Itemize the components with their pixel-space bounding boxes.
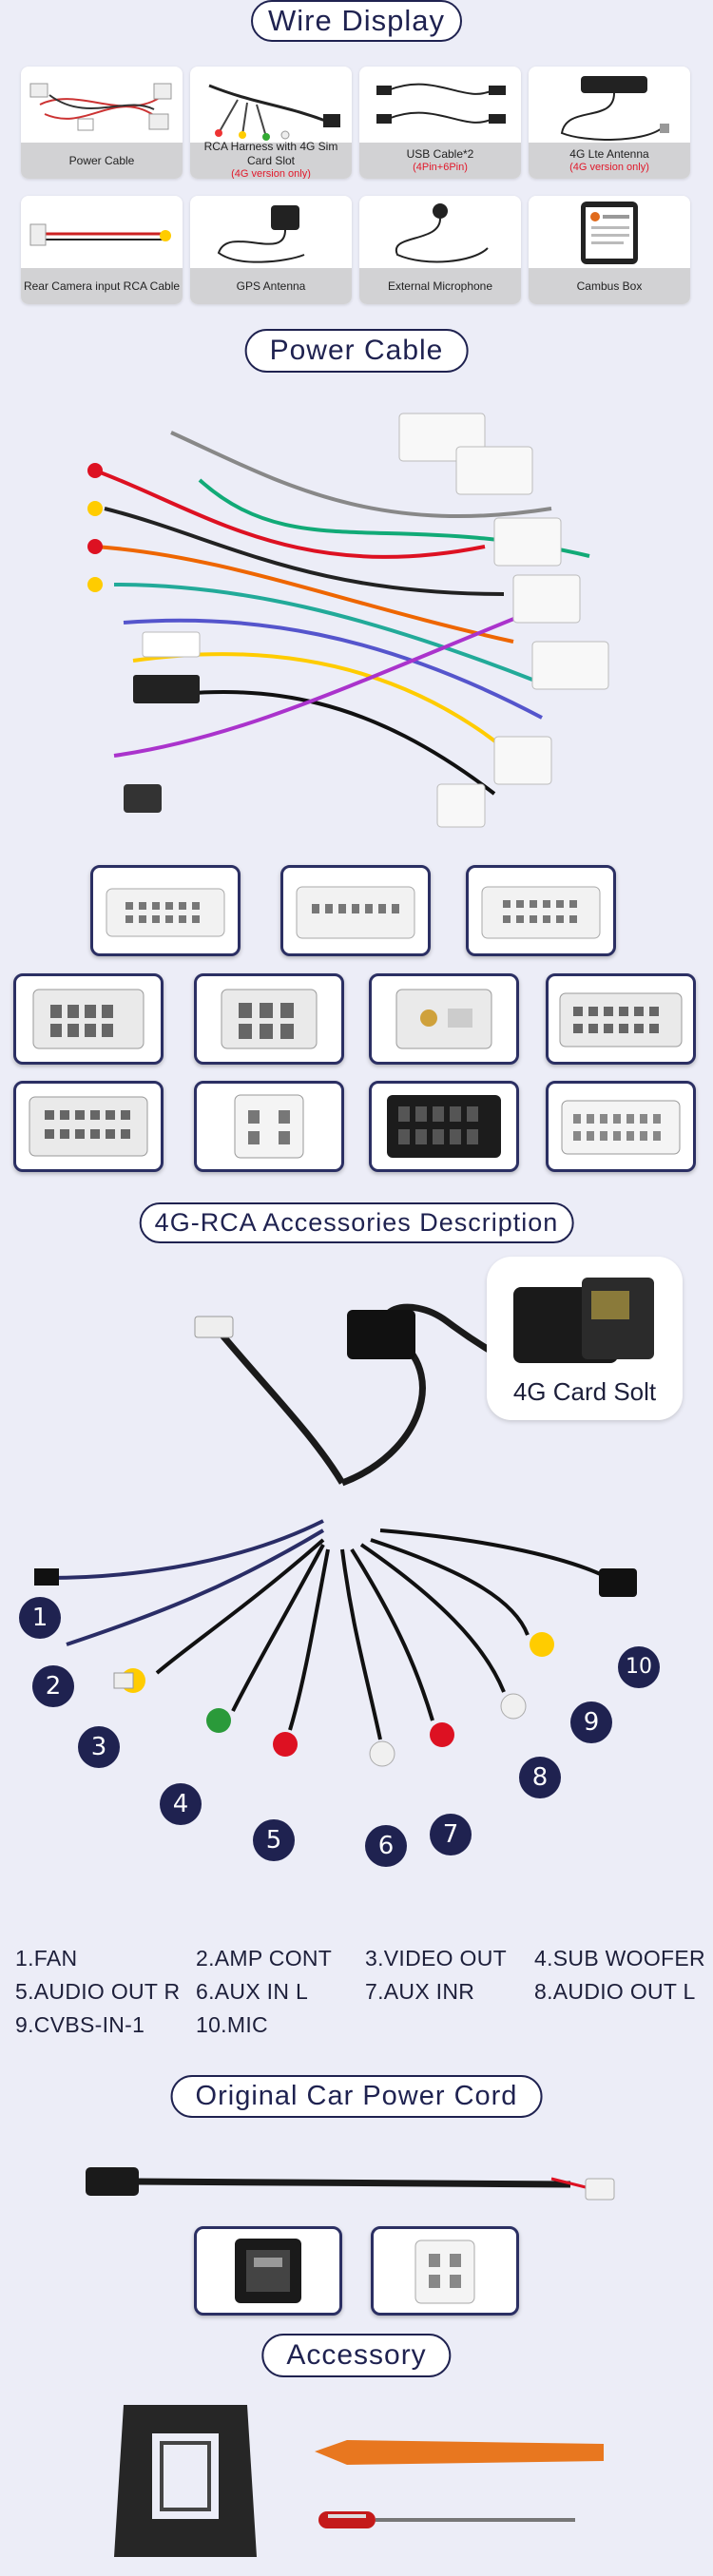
section-title-car-power-cord: Original Car Power Cord [170, 2075, 543, 2118]
connector-2 [280, 865, 431, 956]
legend-item: 4.SUB WOOFER [534, 1946, 705, 1970]
car-cord-connector-2 [371, 2226, 519, 2316]
connector-1 [90, 865, 241, 956]
item-card-cambus-box: Cambus Box [529, 196, 690, 304]
item-card-power-cable: Power Cable [21, 67, 183, 179]
item-label: External Microphone [359, 268, 521, 304]
callout-number: 2 [32, 1665, 74, 1707]
legend-item: 7.AUX INR [365, 1979, 475, 2004]
rear-camera-cable-image [29, 223, 171, 246]
pry-tool-image [315, 2440, 604, 2465]
item-card-usb-cable: USB Cable*2(4Pin+6Pin) [359, 67, 521, 179]
item-card-rear-camera: Rear Camera input RCA Cable [21, 196, 183, 304]
card-slot-image [513, 1278, 654, 1363]
connector-5 [194, 973, 344, 1065]
mounting-frame-image [114, 2405, 257, 2557]
legend-item: 2.AMP CONT [196, 1946, 333, 1970]
item-label: Rear Camera input RCA Cable [21, 268, 183, 304]
gps-antenna-image [217, 205, 305, 263]
connector-3 [466, 865, 616, 956]
callout-number: 8 [519, 1757, 561, 1798]
connector-8 [13, 1081, 164, 1172]
item-label: Cambus Box [529, 268, 690, 304]
section-title-wire-display: Wire Display [251, 0, 462, 42]
item-label: 4G Lte Antenna(4G version only) [529, 143, 690, 179]
rca-harness-diagram [34, 1303, 637, 1767]
card-slot-callout: 4G Card Solt [487, 1257, 683, 1420]
callout-number: 3 [78, 1726, 120, 1768]
legend-item: 8.AUDIO OUT L [534, 1979, 696, 2004]
callout-number: 9 [570, 1701, 612, 1743]
cambus-box-image [581, 202, 638, 264]
callout-number: 10 [618, 1646, 660, 1688]
4g-antenna-image [560, 76, 669, 141]
item-card-rca-harness: RCA Harness with 4G Sim Card Slot(4G ver… [190, 67, 352, 179]
item-label: GPS Antenna [190, 268, 352, 304]
legend-item: 1.FAN [15, 1946, 78, 1970]
legend-item: 9.CVBS-IN-1 [15, 2012, 145, 2037]
item-label: RCA Harness with 4G Sim Card Slot(4G ver… [190, 140, 352, 179]
rca-harness-image [208, 84, 340, 141]
item-card-microphone: External Microphone [359, 196, 521, 304]
connector-6 [369, 973, 519, 1065]
connector-9 [194, 1081, 344, 1172]
legend-item: 5.AUDIO OUT R [15, 1979, 181, 2004]
item-label: Power Cable [21, 143, 183, 179]
legend-item: 3.VIDEO OUT [365, 1946, 507, 1970]
callout-number: 7 [430, 1814, 472, 1855]
screwdriver-image [318, 2511, 575, 2528]
connector-4 [13, 973, 164, 1065]
callout-number: 4 [160, 1783, 202, 1825]
callout-number: 6 [365, 1825, 407, 1867]
card-slot-label: 4G Card Solt [512, 1377, 657, 1406]
callout-number: 5 [253, 1819, 295, 1861]
car-power-cord-image [86, 2167, 615, 2201]
item-label: USB Cable*2(4Pin+6Pin) [359, 143, 521, 179]
power-cable-harness-image [87, 413, 609, 828]
callout-number: 1 [19, 1597, 61, 1639]
car-cord-connector-1 [194, 2226, 342, 2316]
item-card-gps-antenna: GPS Antenna [190, 196, 352, 304]
microphone-image [395, 203, 489, 263]
connector-10 [369, 1081, 519, 1172]
legend-item: 6.AUX IN L [196, 1979, 309, 2004]
section-title-power-cable: Power Cable [244, 329, 469, 373]
power-cable-image [29, 83, 172, 131]
connector-7 [546, 973, 696, 1065]
section-title-accessory: Accessory [261, 2334, 452, 2377]
section-title-rca-description: 4G-RCA Accessories Description [139, 1202, 574, 1243]
item-card-4g-antenna: 4G Lte Antenna(4G version only) [529, 67, 690, 179]
connector-11 [546, 1081, 696, 1172]
legend-item: 10.MIC [196, 2012, 268, 2037]
usb-cable-image [376, 83, 506, 124]
